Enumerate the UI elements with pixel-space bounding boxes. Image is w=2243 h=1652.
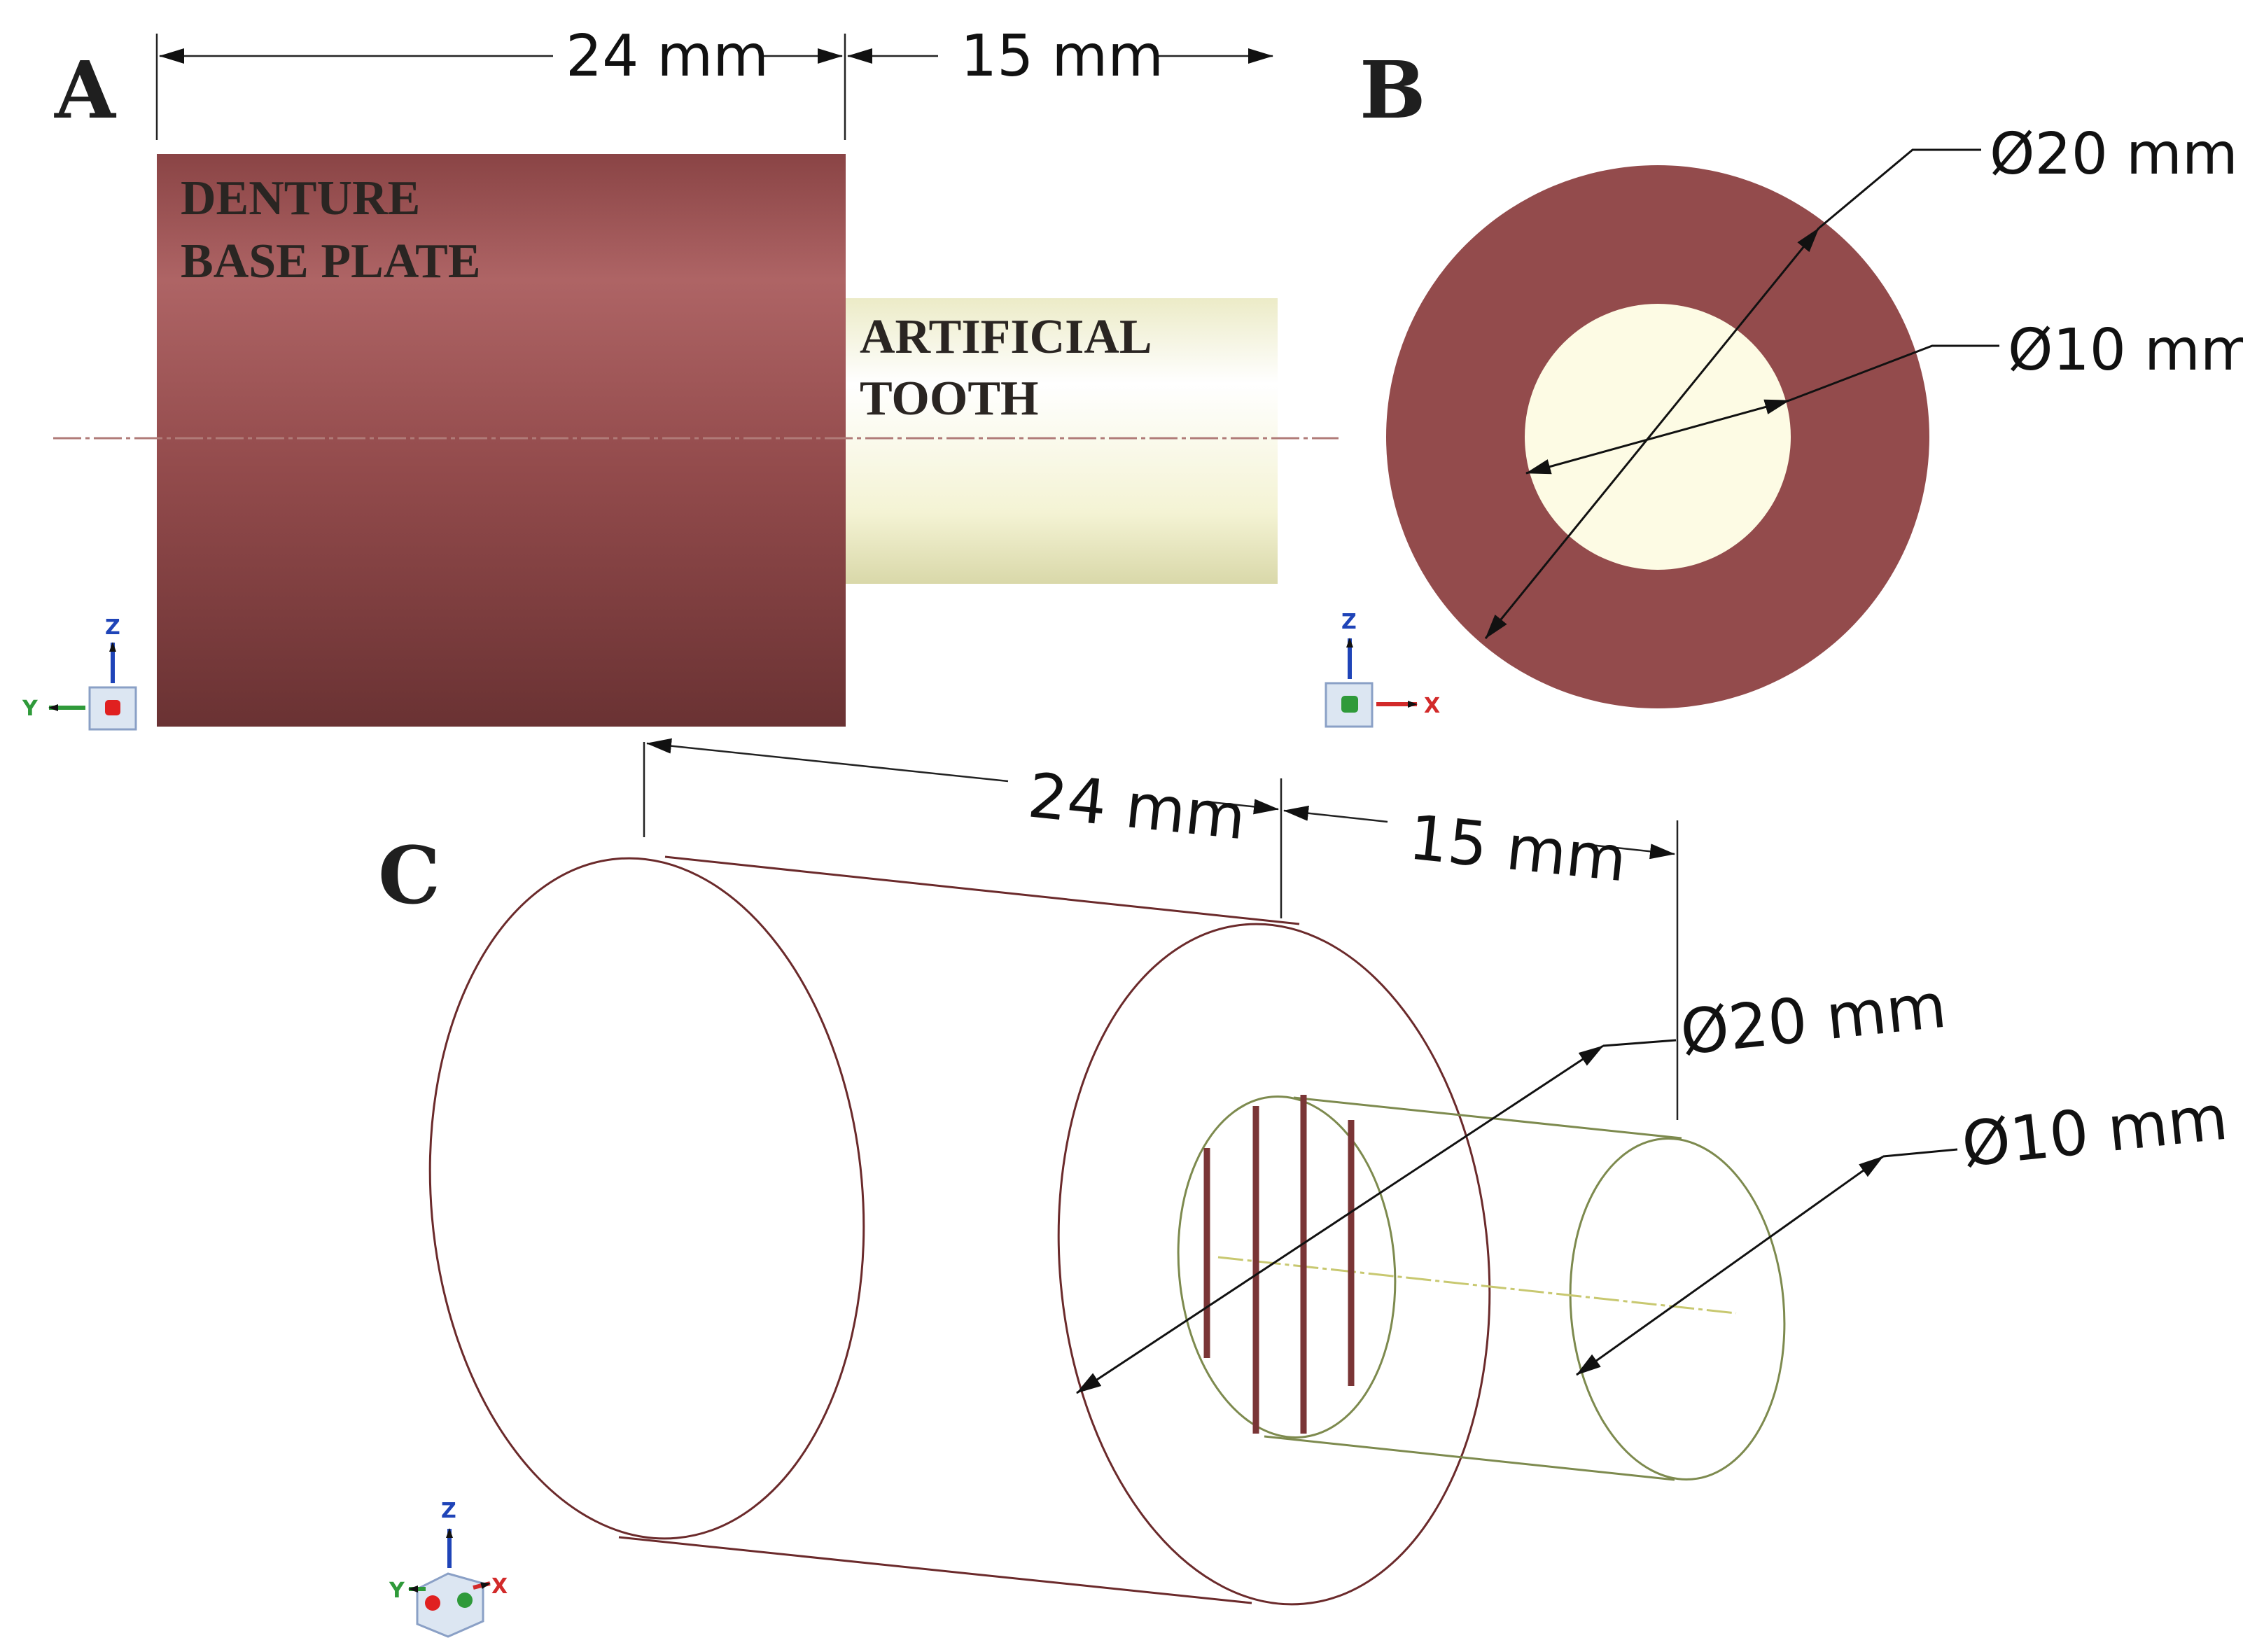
- panel-b-dim-outer-diameter: Ø20 mm: [1990, 121, 2238, 188]
- panel-c-dim-base-length: 24 mm: [1025, 759, 1249, 853]
- panel-c-dim-line-inner-diameter: [1576, 1155, 1884, 1376]
- axis-origin-green-icon: [457, 1592, 473, 1608]
- panel-c-tooth-inner-face: [1177, 1096, 1397, 1438]
- panel-c-dim-tooth-length: 15 mm: [1406, 801, 1630, 895]
- panel-b-axis-x-label: X: [1424, 694, 1440, 718]
- panel-c: C 24 mm 15 mm Ø20 mm: [378, 738, 2231, 1638]
- axis-origin-green-icon: [1341, 696, 1358, 713]
- panel-c-axis-x-label: X: [491, 1574, 508, 1599]
- panel-c-base-far-face: [428, 857, 865, 1540]
- axis-origin-red-icon: [425, 1595, 440, 1611]
- panel-c-base-top-edge: [664, 855, 1300, 925]
- panel-a-tooth-label-line2: TOOTH: [860, 372, 1038, 426]
- panel-a-axis-triad: Z Y: [22, 615, 137, 731]
- panel-b-dim-inner-diameter: Ø10 mm: [2008, 317, 2243, 384]
- panel-c-dim-outer-diameter: Ø20 mm: [1677, 969, 1949, 1069]
- panel-c-dim-line-base-right: [1210, 799, 1279, 815]
- panel-a-base-plate-label-line1: DENTURE: [181, 172, 420, 225]
- panel-a-axis-y-label: Y: [22, 696, 39, 721]
- panel-b-leader-outer: [1818, 148, 1981, 230]
- panel-c-dim-line-base: [646, 738, 1009, 783]
- panel-a-denture-base-plate: [157, 154, 846, 727]
- panel-b-leader-inner: [1789, 344, 1999, 402]
- panel-c-letter: C: [378, 830, 440, 922]
- panel-c-dim-line-outer-diameter: [1076, 1044, 1604, 1394]
- panel-b-letter: B: [1360, 45, 1426, 136]
- panel-c-tooth-axis: [1217, 1256, 1737, 1315]
- panel-b-axis-z-label: Z: [1341, 610, 1357, 634]
- panel-c-axis-triad: Z Y X: [389, 1499, 508, 1638]
- panel-b-axis-triad: Z X: [1325, 610, 1440, 728]
- panel-c-leader-outer: [1602, 1039, 1677, 1047]
- panel-c-dim-line-tooth-left: [1283, 805, 1388, 823]
- panel-a: A 24 mm 15 mm DENTURE BASE PLATE ARTIFIC…: [22, 23, 1339, 731]
- axis-cube-icon: [416, 1572, 484, 1638]
- axis-x-arrow-icon: [473, 1581, 491, 1590]
- panel-a-tooth-label-line1: ARTIFICIAL: [860, 310, 1152, 364]
- panel-c-tooth-bottom-edge: [1264, 1435, 1675, 1481]
- panel-c-tooth-end-face: [1569, 1138, 1786, 1480]
- panel-b: B Ø20 mm Ø10 mm Z X: [1325, 45, 2243, 728]
- panel-c-base-bottom-edge: [618, 1536, 1252, 1604]
- panel-a-letter: A: [54, 45, 117, 136]
- panel-c-axis-z-label: Z: [441, 1499, 456, 1523]
- panel-a-dim-tooth-length: 15 mm: [960, 23, 1164, 90]
- panel-c-axis-y-label: Y: [389, 1578, 405, 1603]
- panel-b-dim-line-inner-diameter: [1525, 399, 1790, 475]
- panel-c-leader-inner: [1882, 1148, 1958, 1158]
- panel-a-dim-base-length: 24 mm: [566, 23, 769, 90]
- panel-a-artificial-tooth: [844, 298, 1278, 584]
- panel-c-dim-inner-diameter: Ø10 mm: [1958, 1082, 2230, 1181]
- axis-origin-red-icon: [105, 700, 120, 715]
- panel-c-dim-line-tooth-right: [1583, 843, 1675, 860]
- panel-a-axis-z-label: Z: [105, 615, 120, 640]
- panel-a-base-plate-label-line2: BASE PLATE: [181, 234, 481, 288]
